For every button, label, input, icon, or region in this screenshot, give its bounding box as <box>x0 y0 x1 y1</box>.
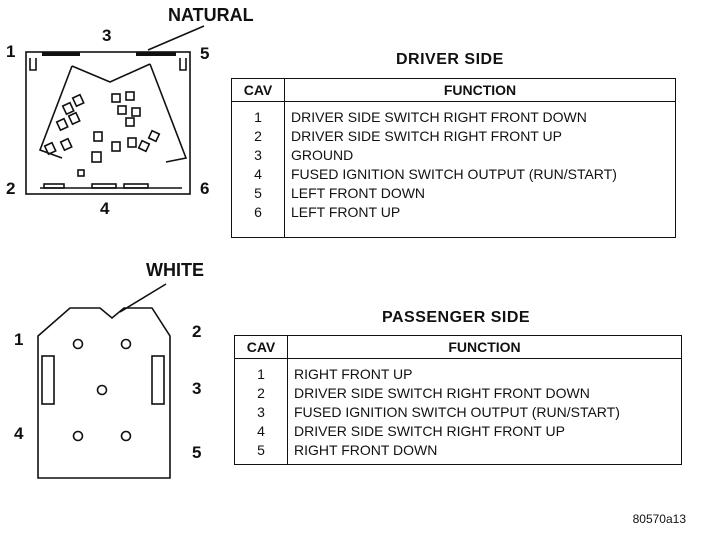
passenger-pin-label-2: 2 <box>192 322 202 341</box>
figure-id: 80570a13 <box>632 512 686 526</box>
passenger-table-title: PASSENGER SIDE <box>382 309 531 326</box>
function-value: GROUND <box>291 147 354 163</box>
cav-value: 6 <box>254 204 262 220</box>
function-value: FUSED IGNITION SWITCH OUTPUT (RUN/START) <box>294 404 620 420</box>
driver-table-title: DRIVER SIDE <box>396 51 504 68</box>
cav-value: 5 <box>257 442 265 458</box>
cav-cell: 1 2 3 4 5 6 <box>231 101 285 238</box>
cav-column-header: CAV <box>231 78 285 102</box>
driver-pin-label-6: 6 <box>200 179 210 198</box>
function-cell: DRIVER SIDE SWITCH RIGHT FRONT DOWN DRIV… <box>284 101 676 238</box>
table-row: 1 2 3 4 5 6 DRIVER SIDE SWITCH RIGHT FRO… <box>231 101 676 238</box>
cav-value: 2 <box>257 385 265 401</box>
driver-pin-label-1: 1 <box>6 42 16 61</box>
cav-value: 4 <box>257 423 265 439</box>
table-header-row: CAV FUNCTION <box>231 78 676 102</box>
passenger-connector-color-label: WHITE <box>146 260 204 280</box>
table-header-row: CAV FUNCTION <box>234 335 682 359</box>
function-cell: RIGHT FRONT UP DRIVER SIDE SWITCH RIGHT … <box>287 358 682 465</box>
passenger-pin-label-5: 5 <box>192 443 202 462</box>
function-value: LEFT FRONT UP <box>291 204 401 220</box>
cav-value: 5 <box>254 185 262 201</box>
passenger-pin-label-4: 4 <box>14 424 24 443</box>
driver-pin-label-2: 2 <box>6 179 16 198</box>
cav-value: 4 <box>254 166 262 182</box>
function-value: DRIVER SIDE SWITCH RIGHT FRONT DOWN <box>294 385 590 401</box>
cav-value: 2 <box>254 128 262 144</box>
cav-value: 1 <box>254 109 262 125</box>
driver-pin-label-3: 3 <box>102 26 112 45</box>
passenger-pin-table: CAV FUNCTION 1 2 3 4 5 RIGHT FRONT UP DR… <box>234 335 682 465</box>
function-value: FUSED IGNITION SWITCH OUTPUT (RUN/START) <box>291 166 617 182</box>
driver-connector-drawing <box>25 25 205 195</box>
function-value: DRIVER SIDE SWITCH RIGHT FRONT UP <box>294 423 565 439</box>
function-value: DRIVER SIDE SWITCH RIGHT FRONT UP <box>291 128 562 144</box>
driver-connector-color-label: NATURAL <box>168 5 254 25</box>
cav-value: 3 <box>254 147 262 163</box>
passenger-pin-label-1: 1 <box>14 330 24 349</box>
cav-cell: 1 2 3 4 5 <box>234 358 288 465</box>
driver-pin-label-5: 5 <box>200 44 210 63</box>
cav-column-header: CAV <box>234 335 288 359</box>
cav-value: 1 <box>257 366 265 382</box>
function-value: RIGHT FRONT UP <box>294 366 413 382</box>
passenger-pin-label-3: 3 <box>192 379 202 398</box>
function-column-header: FUNCTION <box>284 78 676 102</box>
driver-pin-table: CAV FUNCTION 1 2 3 4 5 6 DRIVER SIDE SWI… <box>231 78 676 238</box>
function-column-header: FUNCTION <box>287 335 682 359</box>
function-value: RIGHT FRONT DOWN <box>294 442 438 458</box>
table-row: 1 2 3 4 5 RIGHT FRONT UP DRIVER SIDE SWI… <box>234 358 682 465</box>
function-value: DRIVER SIDE SWITCH RIGHT FRONT DOWN <box>291 109 587 125</box>
passenger-connector-drawing <box>37 283 171 479</box>
driver-pin-label-4: 4 <box>100 199 110 218</box>
cav-value: 3 <box>257 404 265 420</box>
function-value: LEFT FRONT DOWN <box>291 185 426 201</box>
